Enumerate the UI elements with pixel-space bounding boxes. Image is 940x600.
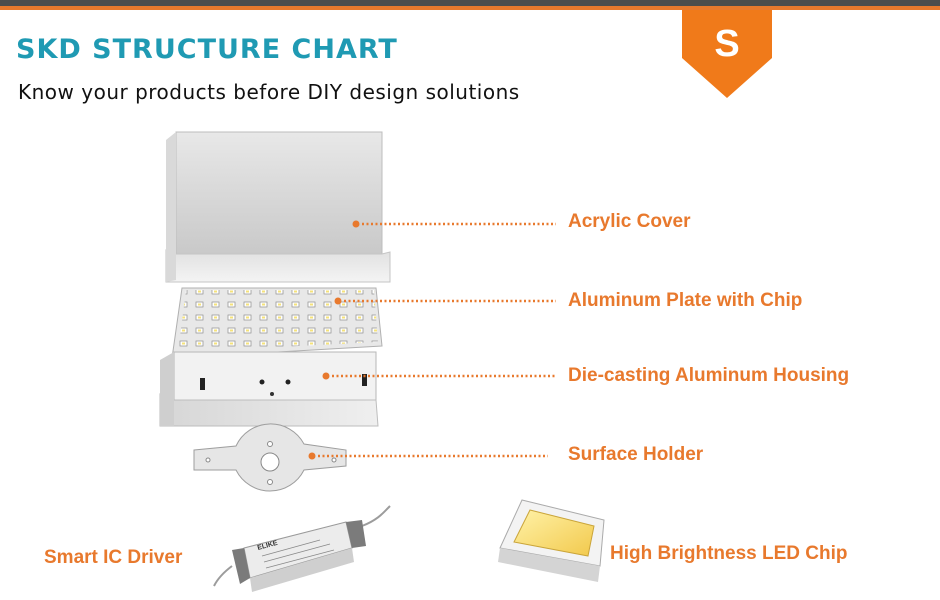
badge-letter: S bbox=[714, 23, 739, 65]
page-subtitle: Know your products before DIY design sol… bbox=[18, 80, 520, 104]
leader-housing bbox=[322, 372, 556, 380]
s-badge-icon: S bbox=[682, 10, 772, 98]
top-accent-bar bbox=[0, 0, 940, 10]
led-chip-image bbox=[498, 499, 605, 582]
label-acrylic-cover: Acrylic Cover bbox=[568, 211, 691, 232]
leader-aluminum-plate bbox=[334, 297, 556, 305]
leader-surface-holder bbox=[308, 452, 548, 460]
surface-holder-image bbox=[193, 423, 347, 492]
leader-acrylic-cover bbox=[352, 220, 556, 228]
label-ic-driver: Smart IC Driver bbox=[44, 547, 183, 568]
acrylic-cover-image bbox=[165, 131, 391, 283]
page-title: SKD STRUCTURE CHART bbox=[16, 34, 398, 65]
ic-driver-image: ELIKE bbox=[213, 505, 391, 592]
label-led-chip: High Brightness LED Chip bbox=[610, 543, 848, 564]
label-housing: Die-casting Aluminum Housing bbox=[568, 365, 850, 386]
aluminum-plate-image bbox=[171, 287, 383, 359]
aluminum-housing-image bbox=[159, 351, 379, 427]
label-aluminum-plate: Aluminum Plate with Chip bbox=[568, 290, 803, 311]
label-surface-holder: Surface Holder bbox=[568, 444, 704, 465]
